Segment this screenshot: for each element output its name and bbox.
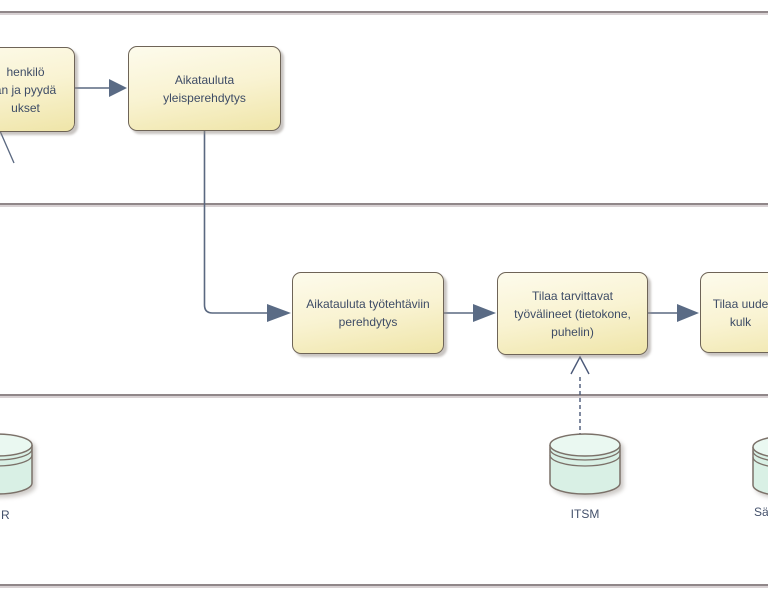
- task-label-line: yleisperehdytys: [163, 90, 246, 105]
- arrowhead-icon: [109, 79, 127, 97]
- task-left-partial[interactable]: henkilö än ja pyydä ukset: [0, 47, 75, 132]
- flow-arrow-4[interactable]: [648, 304, 699, 322]
- task-label-line: Tilaa tarvittavat: [532, 288, 613, 303]
- lane-divider-1: [0, 203, 768, 205]
- task-label-line: Aikatauluta työtehtäviin: [306, 297, 430, 311]
- task-schedule-general-orientation[interactable]: Aikatauluta yleisperehdytys: [128, 46, 281, 131]
- task-label-line: Aikatauluta: [174, 72, 235, 87]
- partial-connector-line[interactable]: [0, 130, 15, 164]
- task-label-line: ukset: [11, 100, 40, 115]
- pool-top-border: [0, 11, 768, 13]
- datastore-label: Sä: [754, 505, 768, 519]
- task-label-line: kulk: [729, 314, 752, 329]
- open-arrowhead-icon: [570, 355, 590, 375]
- task-schedule-work-orientation[interactable]: Aikatauluta työtehtäviin perehdytys: [292, 272, 444, 354]
- task-label-line: puhelin): [551, 324, 594, 339]
- flow-arrow-1[interactable]: [75, 79, 127, 97]
- task-order-equipment[interactable]: Tilaa tarvittavat työvälineet (tietokone…: [497, 272, 648, 355]
- task-label-line: perehdytys: [338, 315, 398, 329]
- task-label-line: henkilö: [6, 64, 45, 79]
- task-label-line: Tilaa uude: [712, 296, 768, 311]
- dashed-dependency-arrow[interactable]: [570, 355, 590, 437]
- lane-divider-3: [0, 584, 768, 586]
- database-icon: [0, 433, 33, 495]
- arrowhead-icon: [473, 304, 496, 322]
- task-label-line: än ja pyydä: [0, 82, 57, 97]
- task-right-partial[interactable]: Tilaa uude kulk: [700, 272, 768, 353]
- flow-arrow-3[interactable]: [444, 304, 496, 322]
- datastore-itsm[interactable]: [548, 433, 622, 505]
- flow-arrow-2[interactable]: [203, 131, 292, 322]
- datastore-label: R: [1, 508, 10, 522]
- database-icon: [549, 433, 621, 495]
- task-label-line: työvälineet (tietokone,: [514, 306, 631, 321]
- datastore-left-partial[interactable]: [0, 433, 34, 505]
- arrowhead-icon: [267, 304, 291, 322]
- datastore-label: ITSM: [570, 507, 600, 521]
- lane-divider-2: [0, 394, 768, 396]
- datastore-right-partial[interactable]: [751, 435, 768, 507]
- database-icon: [752, 437, 768, 495]
- arrowhead-icon: [677, 304, 699, 322]
